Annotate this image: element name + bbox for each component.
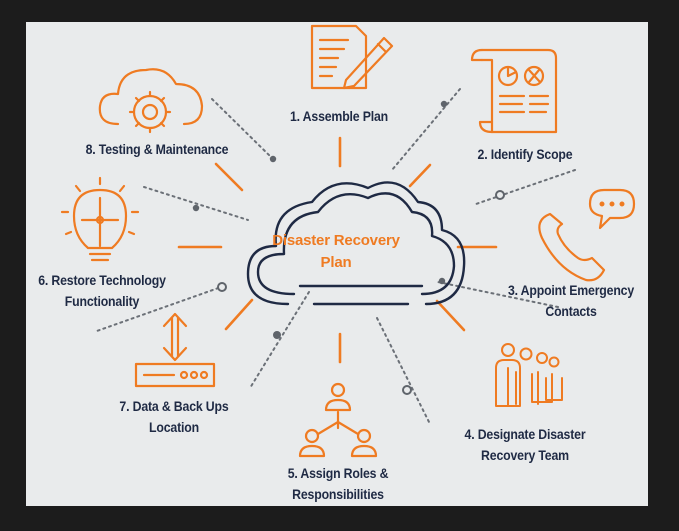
step-2-line1: 2. Identify Scope <box>477 146 573 162</box>
step-5-label: 5. Assign Roles & Responsibilities <box>268 463 409 505</box>
radial-spokes <box>177 136 498 364</box>
diagram-canvas <box>60 24 636 458</box>
dotted-connectors <box>93 88 576 425</box>
diagram-panel: Disaster Recovery Plan 1. Assemble Plan … <box>26 22 648 506</box>
step-6-label: 6. Restore Technology Functionality <box>32 270 173 312</box>
step-5-line2: Responsibilities <box>292 486 384 502</box>
center-title-line1: Disaster Recovery <box>272 232 400 249</box>
center-title-line2: Plan <box>320 254 352 271</box>
step-1-label: 1. Assemble Plan <box>273 106 405 127</box>
puzzle-bulb-icon <box>60 176 140 262</box>
report-chart-icon <box>470 48 558 134</box>
step-7-line1: 7. Data & Back Ups <box>119 398 229 414</box>
step-5-line1: 5. Assign Roles & <box>287 465 389 481</box>
team-people-icon <box>495 343 563 407</box>
connector-dots <box>192 100 505 395</box>
center-cloud-icon <box>246 181 466 306</box>
step-2-label: 2. Identify Scope <box>459 144 591 165</box>
step-7-label: 7. Data & Back Ups Location <box>104 396 245 438</box>
step-4-label: 4. Designate Disaster Recovery Team <box>450 424 600 466</box>
step-8-label: 8. Testing & Maintenance <box>73 139 240 160</box>
step-8-line1: 8. Testing & Maintenance <box>85 141 229 157</box>
cloud-gear-icon <box>98 68 204 134</box>
step-4-line2: Recovery Team <box>481 447 569 463</box>
step-3-line1: 3. Appoint Emergency <box>507 282 635 298</box>
center-title: Disaster Recovery Plan <box>261 230 411 274</box>
step-7-line2: Location <box>149 419 199 435</box>
step-1-line1: 1. Assemble Plan <box>289 108 389 124</box>
step-6-line2: Functionality <box>64 293 140 309</box>
step-3-label: 3. Appoint Emergency Contacts <box>496 280 646 322</box>
org-hierarchy-icon <box>298 382 378 458</box>
document-pen-icon <box>310 24 394 90</box>
server-transfer-icon <box>134 312 216 388</box>
step-6-line1: 6. Restore Technology <box>38 272 166 288</box>
phone-chat-icon <box>538 188 636 282</box>
step-4-line1: 4. Designate Disaster <box>464 426 586 442</box>
step-3-line2: Contacts <box>545 303 597 319</box>
